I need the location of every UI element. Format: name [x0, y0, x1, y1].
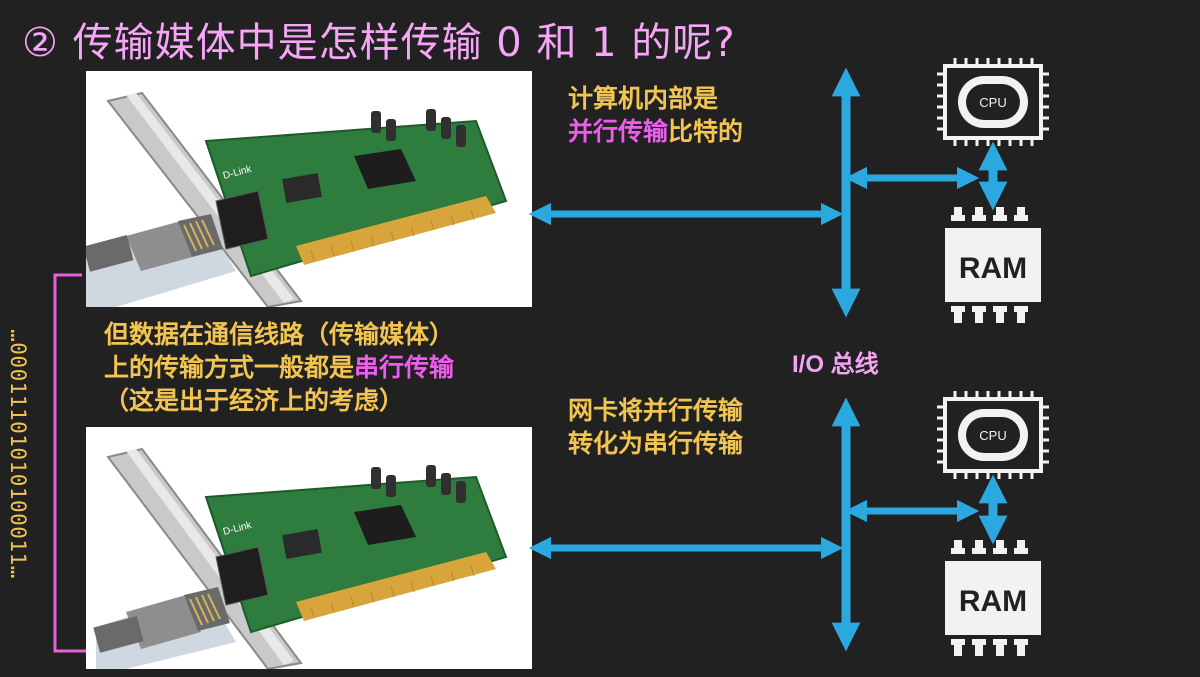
note-line: 上的传输方式一般都是串行传输 — [104, 351, 454, 384]
cpu-label: CPU — [979, 95, 1006, 110]
bit-stream-label: …00011101010100011… — [6, 329, 30, 579]
nic-photo-top: D-Link — [86, 71, 532, 307]
note-text: 比特的 — [668, 117, 744, 146]
serial-transmission-note: 但数据在通信线路（传输媒体） 上的传输方式一般都是串行传输 （这是出于经济上的考… — [104, 318, 454, 417]
ram-chip-icon: RAM — [945, 540, 1041, 656]
note-text: 上的传输方式一般都是 — [104, 353, 355, 382]
note-line: 并行传输比特的 — [568, 115, 743, 148]
note-line: 计算机内部是 — [568, 84, 719, 113]
note-line: 转化为串行传输 — [568, 429, 744, 458]
nic-photo-bottom: D-Link — [86, 427, 532, 669]
note-line: 网卡将并行传输 — [568, 396, 744, 425]
slide-title: ② 传输媒体中是怎样传输 0 和 1 的呢? — [22, 20, 736, 66]
io-bus-label: I/O 总线 — [792, 351, 879, 378]
highlight-serial: 串行传输 — [354, 353, 455, 382]
ram-label: RAM — [959, 585, 1027, 618]
cpu-chip-icon: CPU — [937, 391, 1049, 479]
cable-line — [53, 273, 86, 653]
network-card-illustration: D-Link — [86, 91, 508, 307]
note-line: 但数据在通信线路（传输媒体） — [104, 320, 455, 349]
cpu-chip-icon: CPU — [937, 58, 1049, 146]
ram-label: RAM — [959, 252, 1027, 285]
cpu-label: CPU — [979, 428, 1006, 443]
highlight-parallel: 并行传输 — [568, 117, 669, 146]
note-line: （这是出于经济上的考虑） — [104, 386, 405, 415]
ram-chip-icon: RAM — [945, 207, 1041, 323]
nic-conversion-note: 网卡将并行传输 转化为串行传输 — [568, 394, 743, 460]
network-card-illustration: D-Link — [93, 447, 508, 669]
internal-parallel-note: 计算机内部是 并行传输比特的 — [568, 82, 743, 148]
